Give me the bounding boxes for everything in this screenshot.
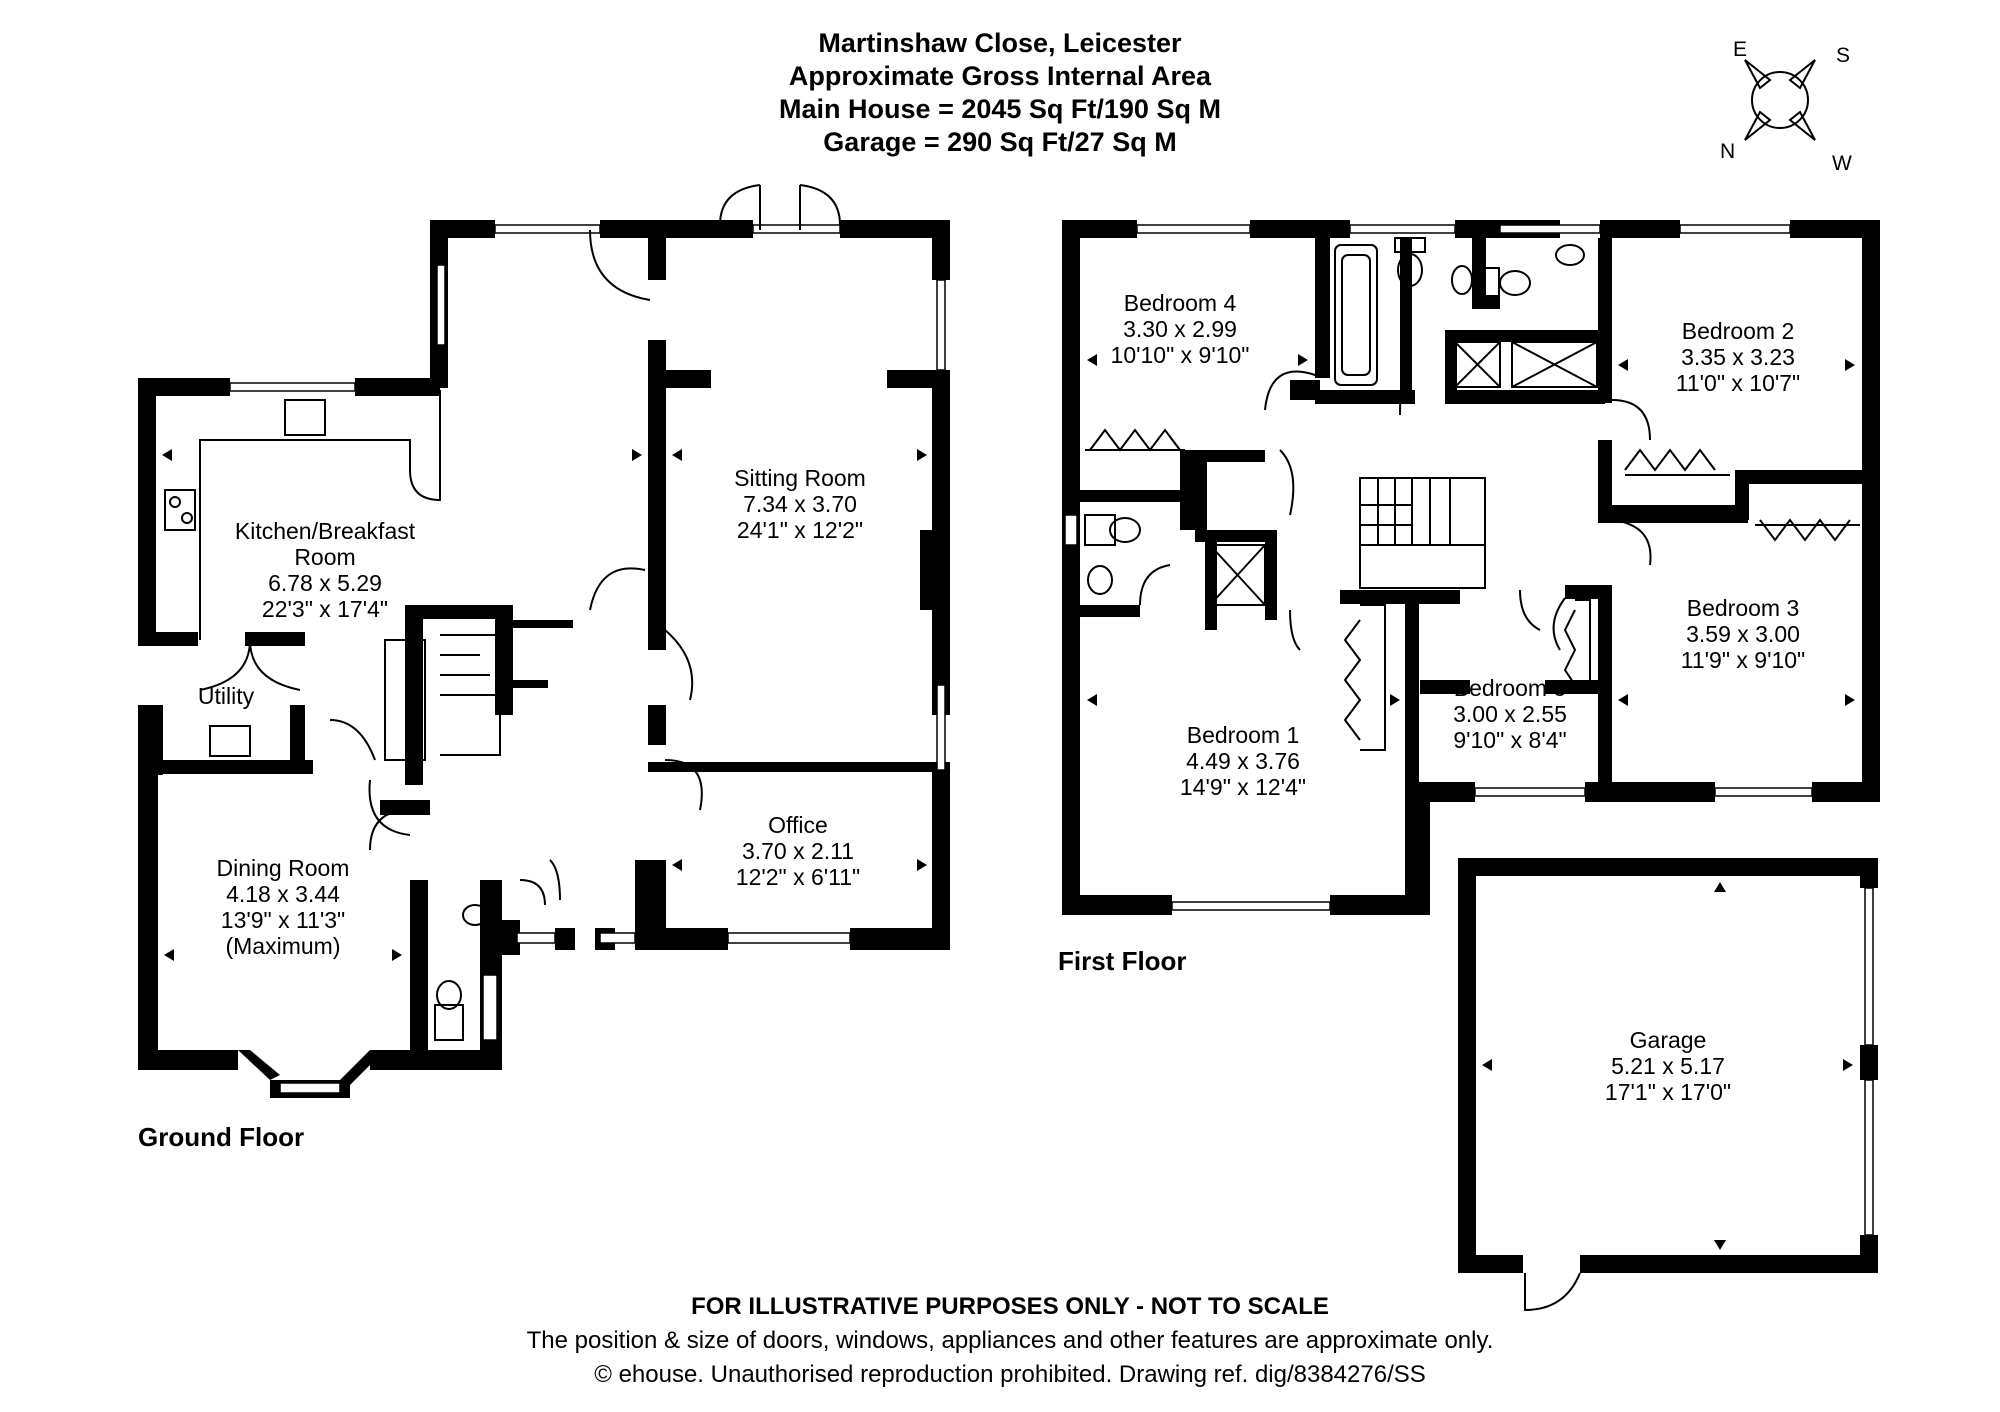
room-metric: 5.21 x 5.17 [1611,1053,1725,1079]
room-bedroom3: Bedroom 3 3.59 x 3.00 11'9" x 9'10" [1681,595,1805,673]
garage-walls [1458,858,1878,1273]
room-name: Bedroom 5 [1453,675,1567,701]
room-name: Bedroom 4 [1123,290,1237,316]
garage-area: Garage = 290 Sq Ft/27 Sq M [823,127,1177,157]
garage-windows [1864,887,1874,1236]
room-dining: Dining Room 4.18 x 3.44 13'9" x 11'3" (M… [217,855,350,959]
room-metric: 3.00 x 2.55 [1453,701,1567,727]
room-imperial: 11'9" x 9'10" [1680,647,1806,673]
area-title: Approximate Gross Internal Area [788,61,1212,91]
compass-north-label: N [1720,140,1736,163]
room-imperial: 12'2" x 6'11" [735,864,861,890]
room-imperial: 22'3" x 17'4" [261,596,389,622]
room-metric: 6.78 x 5.29 [268,570,382,596]
disclaimer-text: FOR ILLUSTRATIVE PURPOSES ONLY - NOT TO … [691,1293,1329,1320]
compass-south-label: S [1836,44,1851,67]
room-imperial: 13'9" x 11'3" [220,907,346,933]
room-metric: 3.35 x 3.23 [1681,344,1795,370]
room-name: Room [294,544,356,570]
room-imperial: 11'0" x 10'7" [1675,370,1801,396]
room-imperial: 17'1" x 17'0" [1604,1079,1732,1105]
room-utility: Utility [198,683,254,709]
compass-east-label: E [1733,38,1748,61]
room-imperial: 14'9" x 12'4" [1179,774,1307,800]
garage-door-swing [1524,1272,1581,1312]
room-note: (Maximum) [225,933,341,959]
first-floor-windows [1064,224,1813,911]
room-metric: 3.30 x 2.99 [1123,316,1237,342]
first-floor-fixtures [1084,237,1860,751]
compass-icon [1744,59,1816,141]
room-kitchen: Kitchen/Breakfast Room 6.78 x 5.29 22'3"… [235,518,415,622]
room-name: Kitchen/Breakfast [234,518,416,544]
room-garage: Garage 5.21 x 5.17 17'1" x 17'0" [1605,1027,1731,1105]
room-name: Garage [1629,1027,1707,1053]
room-name: Utility [197,683,255,709]
ground-floor-fixtures [164,184,841,1041]
room-metric: 3.70 x 2.11 [741,838,855,864]
copyright-text: © ehouse. Unauthorised reproduction proh… [594,1361,1426,1388]
room-name: Office [768,812,828,838]
room-metric: 4.18 x 3.44 [226,881,340,907]
room-bedroom1: Bedroom 1 4.49 x 3.76 14'9" x 12'4" [1180,722,1306,800]
room-name: Bedroom 1 [1186,722,1300,748]
room-imperial: 10'10" x 9'10" [1110,342,1250,368]
room-metric: 7.34 x 3.70 [743,491,857,517]
compass-west-label: W [1832,152,1852,175]
room-name: Dining Room [216,855,350,881]
room-bedroom5: Bedroom 5 3.00 x 2.55 9'10" x 8'4" [1453,675,1567,753]
approximation-note: The position & size of doors, windows, a… [526,1327,1494,1354]
ground-floor-walls [138,220,950,1098]
first-floor-walls [1062,220,1880,915]
room-imperial: 9'10" x 8'4" [1453,727,1567,753]
first-floor-label: First Floor [1058,946,1187,976]
address-title: Martinshaw Close, Leicester [818,28,1182,58]
room-name: Bedroom 2 [1681,318,1795,344]
room-bedroom4: Bedroom 4 3.30 x 2.99 10'10" x 9'10" [1111,290,1250,368]
room-bedroom2: Bedroom 2 3.35 x 3.23 11'0" x 10'7" [1676,318,1800,396]
room-metric: 3.59 x 3.00 [1686,621,1800,647]
room-sitting: Sitting Room 7.34 x 3.70 24'1" x 12'2" [734,465,866,543]
ground-floor-windows [229,224,946,1094]
room-office: Office 3.70 x 2.11 12'2" x 6'11" [736,812,860,890]
ground-floor-label: Ground Floor [138,1122,305,1152]
room-metric: 4.49 x 3.76 [1186,748,1300,774]
dimension-arrows [162,354,1855,1250]
room-name: Sitting Room [734,465,866,491]
room-name: Bedroom 3 [1686,595,1800,621]
room-imperial: 24'1" x 12'2" [736,517,864,543]
main-house-area: Main House = 2045 Sq Ft/190 Sq M [779,94,1221,124]
